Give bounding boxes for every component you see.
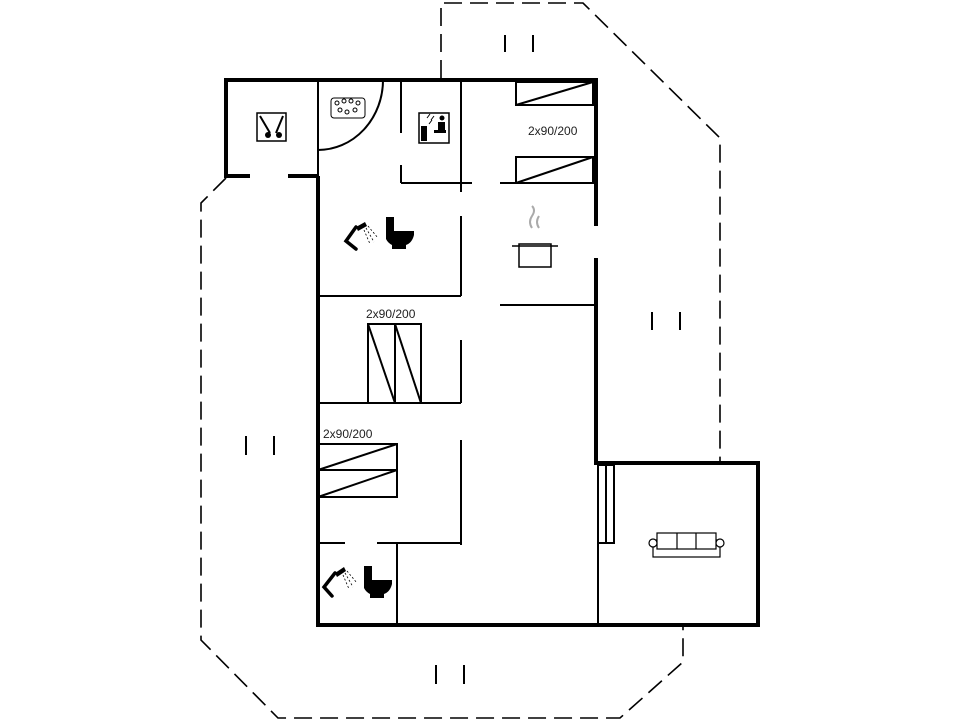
toilet-icon — [364, 566, 392, 598]
shower-icon — [321, 567, 358, 598]
bed-label: 2x90/200 — [366, 307, 416, 321]
bed-south — [317, 443, 398, 498]
sofa-icon — [648, 532, 725, 558]
bed-north-east — [515, 81, 594, 184]
terrace-outline-north-east — [440, 2, 721, 463]
bed-label: 2x90/200 — [528, 124, 578, 138]
terrace-marker — [504, 35, 534, 52]
spa-icon — [256, 112, 287, 142]
bed-middle — [367, 323, 422, 404]
terrace-marker — [435, 665, 465, 684]
terrace-outline-west-south — [200, 177, 684, 719]
interior-walls — [317, 79, 615, 625]
cooking-pot-icon — [512, 205, 558, 268]
hot-tub-icon — [330, 97, 366, 119]
sauna-icon — [418, 112, 450, 144]
bed-label: 2x90/200 — [323, 427, 373, 441]
toilet-icon — [386, 217, 414, 249]
outer-walls — [224, 78, 760, 627]
shower-icon — [343, 222, 379, 251]
terrace-marker — [245, 436, 275, 455]
terrace-marker — [651, 312, 681, 330]
